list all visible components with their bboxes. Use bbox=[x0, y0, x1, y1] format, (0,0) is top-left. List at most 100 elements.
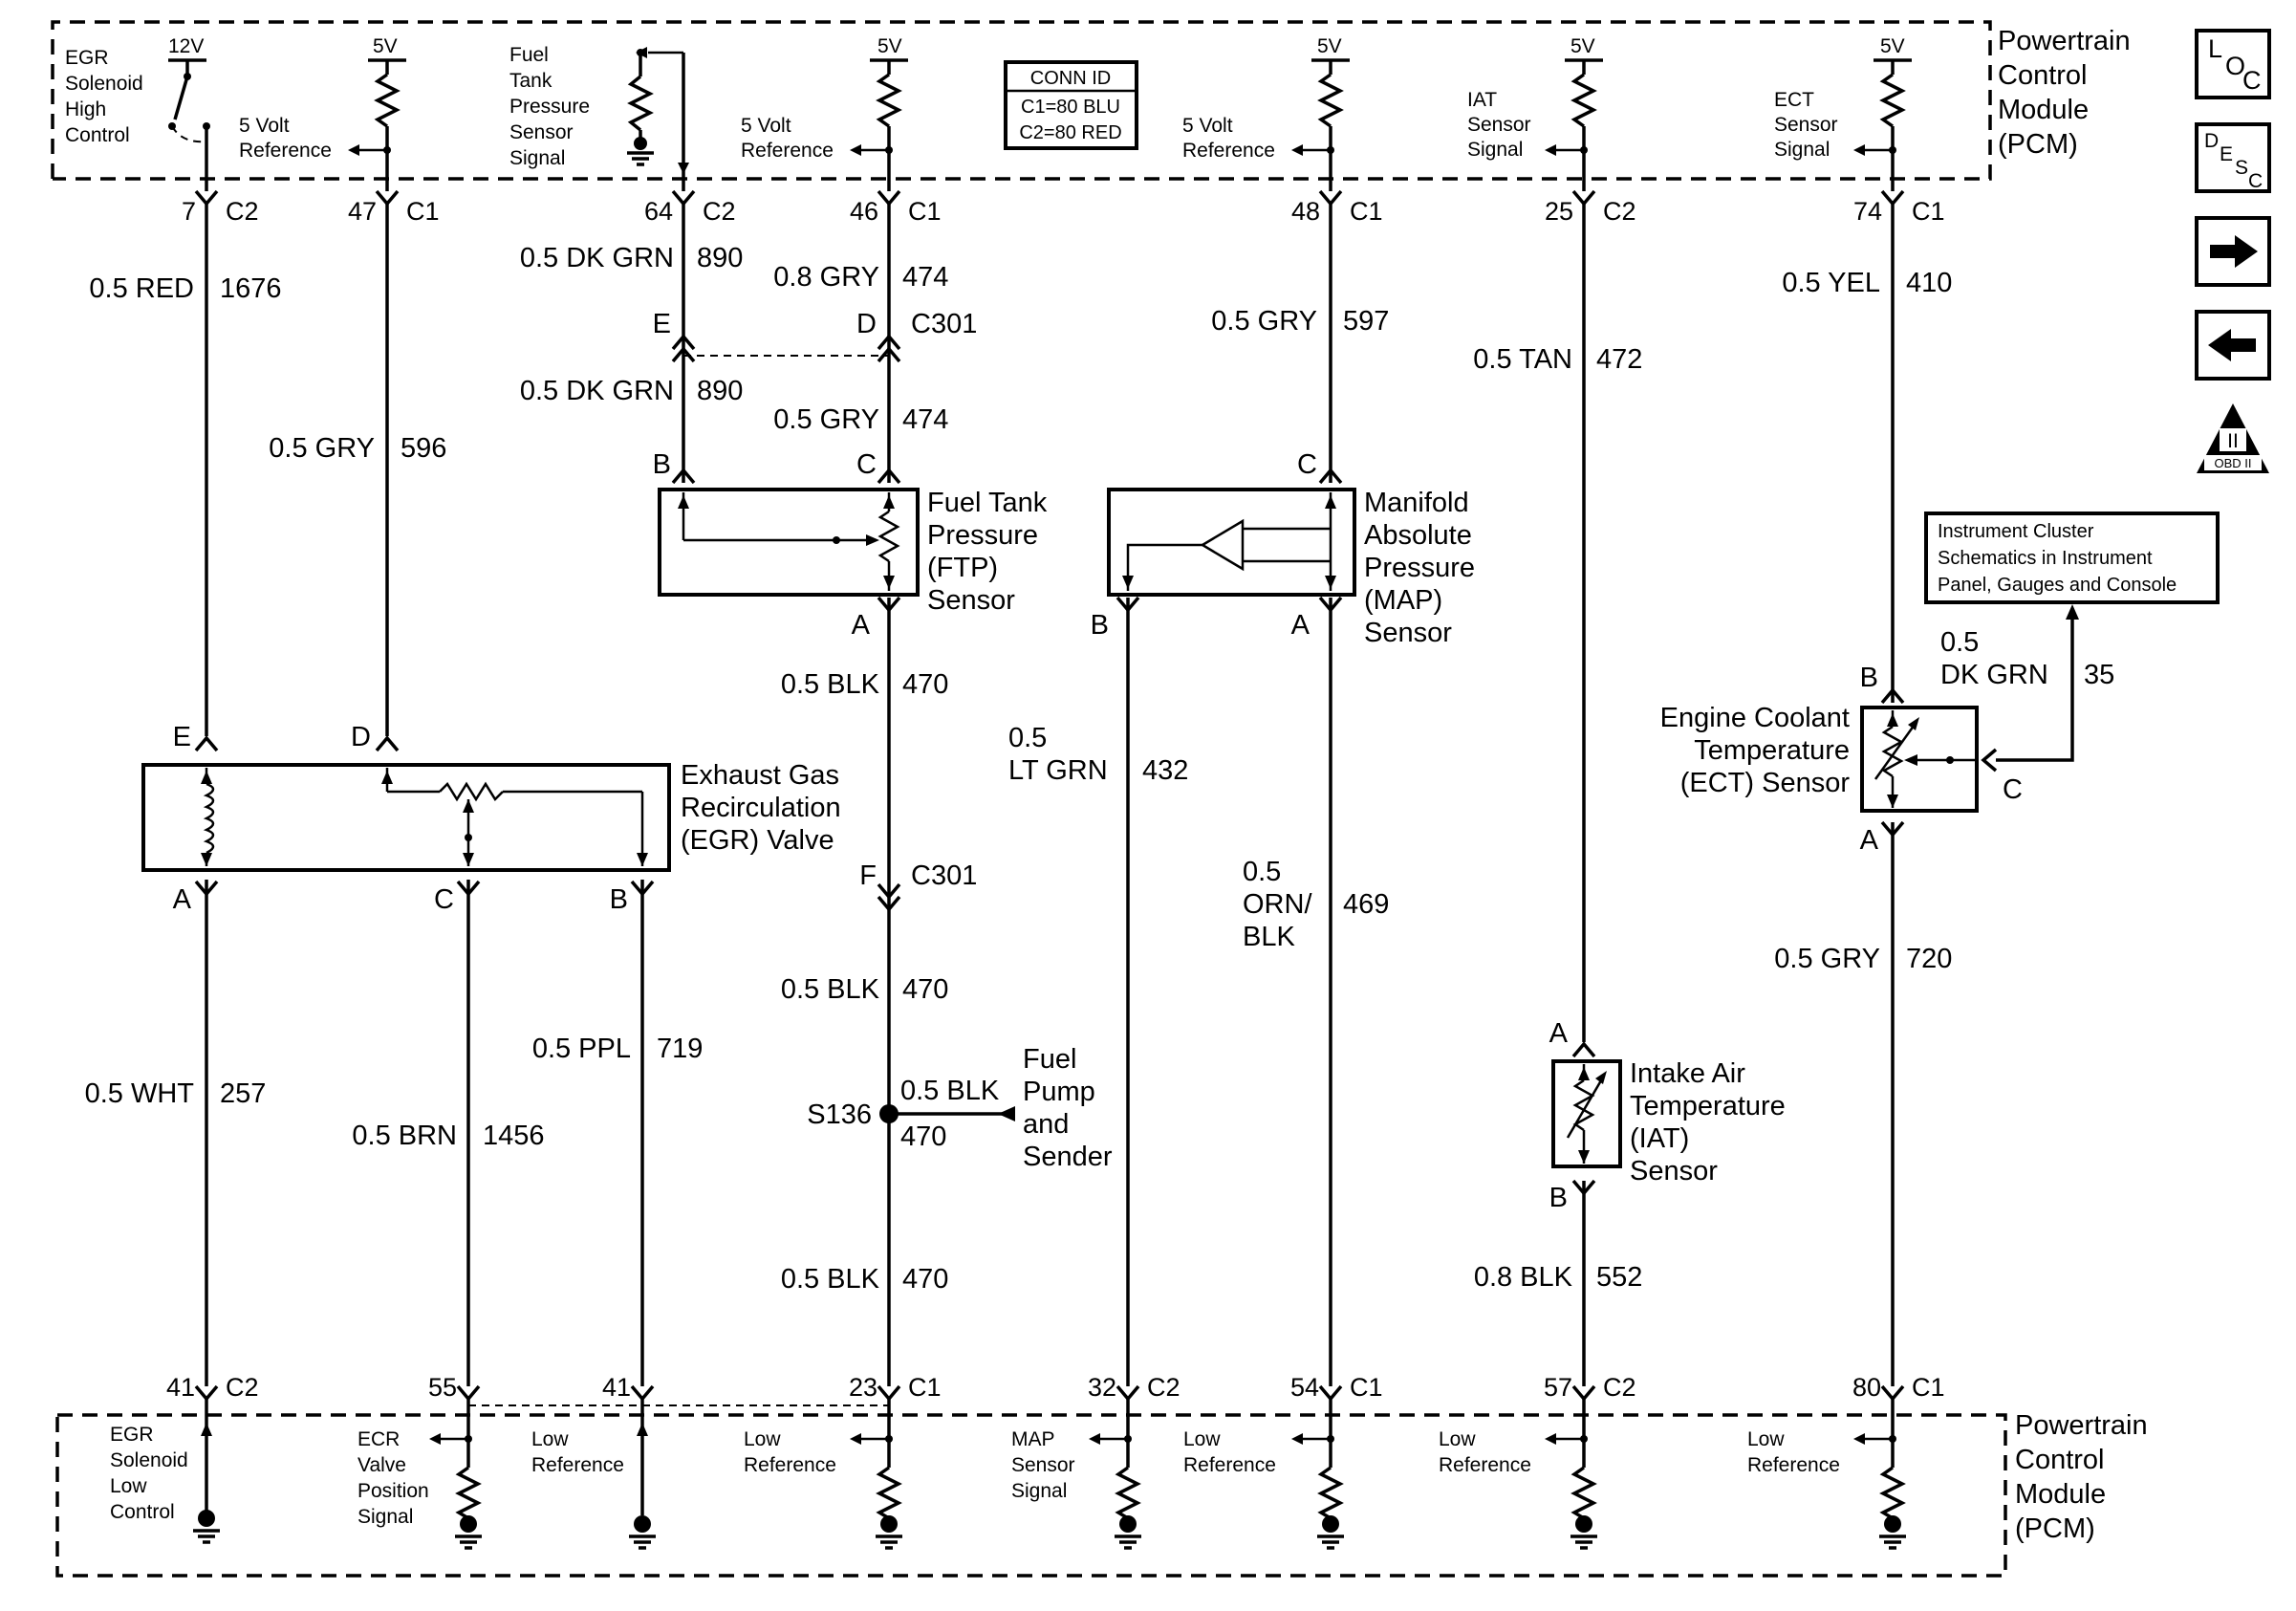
wire-red-1676-gauge: 0.5 RED bbox=[89, 273, 194, 304]
map-signal-label-3: Signal bbox=[1011, 1480, 1067, 1502]
splice-s136-label: S136 bbox=[807, 1099, 872, 1130]
c301-label-bottom: C301 bbox=[911, 860, 977, 891]
wire-ornblk-469-gauge-1: 0.5 bbox=[1243, 857, 1281, 887]
cluster-reference-box: Instrument Cluster Schematics in Instrum… bbox=[1924, 512, 2220, 604]
obd-ii-icon[interactable]: II OBD II bbox=[2197, 403, 2269, 473]
wire-dkgrn-890-a-gauge: 0.5 DK GRN bbox=[520, 243, 674, 273]
arrow-right-icon bbox=[2210, 235, 2258, 268]
ect-signal-label-1: ECT bbox=[1774, 89, 1814, 111]
low-ref-23-label-1: Low bbox=[744, 1428, 781, 1450]
ect-sensor: B C A Engine Coolant Temperature (ECT) S… bbox=[1660, 663, 2023, 856]
wire-ornblk-469-circuit: 469 bbox=[1343, 889, 1389, 920]
map-signal-circuit bbox=[1089, 1399, 1141, 1550]
iat-signal-circuit: 5V bbox=[1545, 35, 1603, 191]
svg-text:C1: C1 bbox=[908, 1373, 942, 1402]
wire-blk-470-pump-gauge: 0.5 BLK bbox=[900, 1076, 1000, 1106]
wires bbox=[205, 204, 2079, 1386]
ref-5v-46-label-2: Reference bbox=[741, 140, 834, 162]
wire-tan-472-circuit: 472 bbox=[1596, 344, 1642, 375]
map-name-4: (MAP) bbox=[1364, 585, 1442, 616]
fuel-pump-label-3: and bbox=[1023, 1109, 1069, 1140]
obd-roman: II bbox=[2227, 430, 2239, 452]
map-signal-label-1: MAP bbox=[1011, 1428, 1055, 1450]
pcm-bottom: Powertrain Control Module (PCM) EGR Sole… bbox=[55, 1399, 2148, 1578]
wire-brn-1456-circuit: 1456 bbox=[483, 1121, 545, 1151]
iat-signal-label-1: IAT bbox=[1467, 89, 1497, 111]
svg-text:48: 48 bbox=[1291, 197, 1320, 226]
egr-pin-a: A bbox=[173, 884, 192, 915]
wire-red-1676-circuit: 1676 bbox=[220, 273, 282, 304]
next-button[interactable] bbox=[2195, 216, 2271, 287]
low-ref-23-circuit bbox=[850, 1399, 902, 1550]
ect-name-3: (ECT) Sensor bbox=[1680, 768, 1851, 798]
egr-pin-e: E bbox=[173, 722, 191, 752]
svg-text:C1: C1 bbox=[1350, 1373, 1383, 1402]
ect-signal-label-3: Signal bbox=[1774, 139, 1830, 161]
low-ref-57-label-1: Low bbox=[1439, 1428, 1476, 1450]
wire-dkgrn-35-circuit: 35 bbox=[2084, 660, 2114, 690]
egr-pos-circuit bbox=[429, 1399, 482, 1550]
prev-button[interactable] bbox=[2195, 310, 2271, 381]
low-ref-23-label-2: Reference bbox=[744, 1454, 836, 1476]
pcm-bottom-name-1: Powertrain bbox=[2015, 1410, 2148, 1441]
egr-name-2: Recirculation bbox=[681, 793, 841, 823]
svg-text:C2: C2 bbox=[226, 1373, 259, 1402]
wire-gry-720-gauge: 0.5 GRY bbox=[1774, 944, 1880, 974]
wire-gry-596-gauge: 0.5 GRY bbox=[269, 433, 375, 464]
ftp-signal-label-5: Signal bbox=[509, 147, 565, 169]
splice-s136: S136 bbox=[807, 1099, 899, 1130]
wire-wht-257-circuit: 257 bbox=[220, 1078, 266, 1109]
ref-5v-pin46: 5V bbox=[850, 35, 908, 191]
low-ref-54-circuit bbox=[1291, 1399, 1344, 1550]
conn-id-c2: C2=80 RED bbox=[1019, 122, 1121, 143]
map-signal-label-2: Sensor bbox=[1011, 1454, 1075, 1476]
v5-label-46: 5V bbox=[877, 35, 902, 57]
map-name-3: Pressure bbox=[1364, 553, 1475, 583]
egr-high-label-2: Solenoid bbox=[65, 73, 143, 95]
wire-ltgrn-432-gauge-1: 0.5 bbox=[1008, 723, 1047, 753]
iat-name-1: Intake Air bbox=[1630, 1058, 1745, 1089]
ftp-pin-a: A bbox=[852, 610, 871, 641]
wire-blk-470-b-gauge: 0.5 BLK bbox=[781, 974, 880, 1005]
desc-letter-d: D bbox=[2204, 130, 2219, 152]
ref-5v-pin47: 5V bbox=[348, 35, 406, 191]
desc-button[interactable]: D E S C bbox=[2195, 122, 2271, 193]
c301-pin-d: D bbox=[856, 309, 877, 339]
egr-low-label-2: Solenoid bbox=[110, 1449, 188, 1471]
pcm-bottom-name-4: (PCM) bbox=[2015, 1513, 2095, 1544]
iat-pin-a: A bbox=[1549, 1018, 1569, 1049]
fuel-pump-sender: Fuel Pump and Sender bbox=[1023, 1044, 1113, 1172]
egr-valve-body bbox=[141, 763, 671, 872]
ref-5v-48-label-2: Reference bbox=[1182, 140, 1275, 162]
svg-text:47: 47 bbox=[348, 197, 377, 226]
arrow-left-icon bbox=[2208, 329, 2256, 361]
egr-pos-label-3: Position bbox=[357, 1480, 429, 1502]
wire-dkgrn-35-gauge-1: 0.5 bbox=[1940, 627, 1979, 658]
iat-name-4: Sensor bbox=[1630, 1156, 1718, 1186]
ftp-sensor-body bbox=[658, 488, 920, 597]
svg-text:C2: C2 bbox=[1147, 1373, 1180, 1402]
loc-button[interactable]: L O C bbox=[2195, 29, 2271, 99]
ref-5v-46-label-1: 5 Volt bbox=[741, 115, 791, 137]
svg-text:C2: C2 bbox=[1603, 1373, 1636, 1402]
desc-letter-c: C bbox=[2248, 170, 2263, 192]
ref-5v-48-label-1: 5 Volt bbox=[1182, 115, 1233, 137]
svg-text:25: 25 bbox=[1545, 197, 1573, 226]
svg-text:64: 64 bbox=[644, 197, 673, 226]
v5-label-48: 5V bbox=[1317, 35, 1342, 57]
egr-12v-label: 12V bbox=[168, 35, 204, 57]
egr-high-label-3: High bbox=[65, 98, 106, 120]
svg-text:7: 7 bbox=[182, 197, 196, 226]
map-pin-b: B bbox=[1091, 610, 1109, 641]
wire-gry-596-circuit: 596 bbox=[401, 433, 446, 464]
svg-text:55: 55 bbox=[428, 1373, 457, 1402]
iat-name-2: Temperature bbox=[1630, 1091, 1786, 1121]
c301-label-top: C301 bbox=[911, 309, 977, 339]
egr-pin-c: C bbox=[434, 884, 454, 915]
pin-bottom-55: 55 bbox=[428, 1373, 481, 1402]
loc-letter-l: L bbox=[2208, 34, 2222, 63]
